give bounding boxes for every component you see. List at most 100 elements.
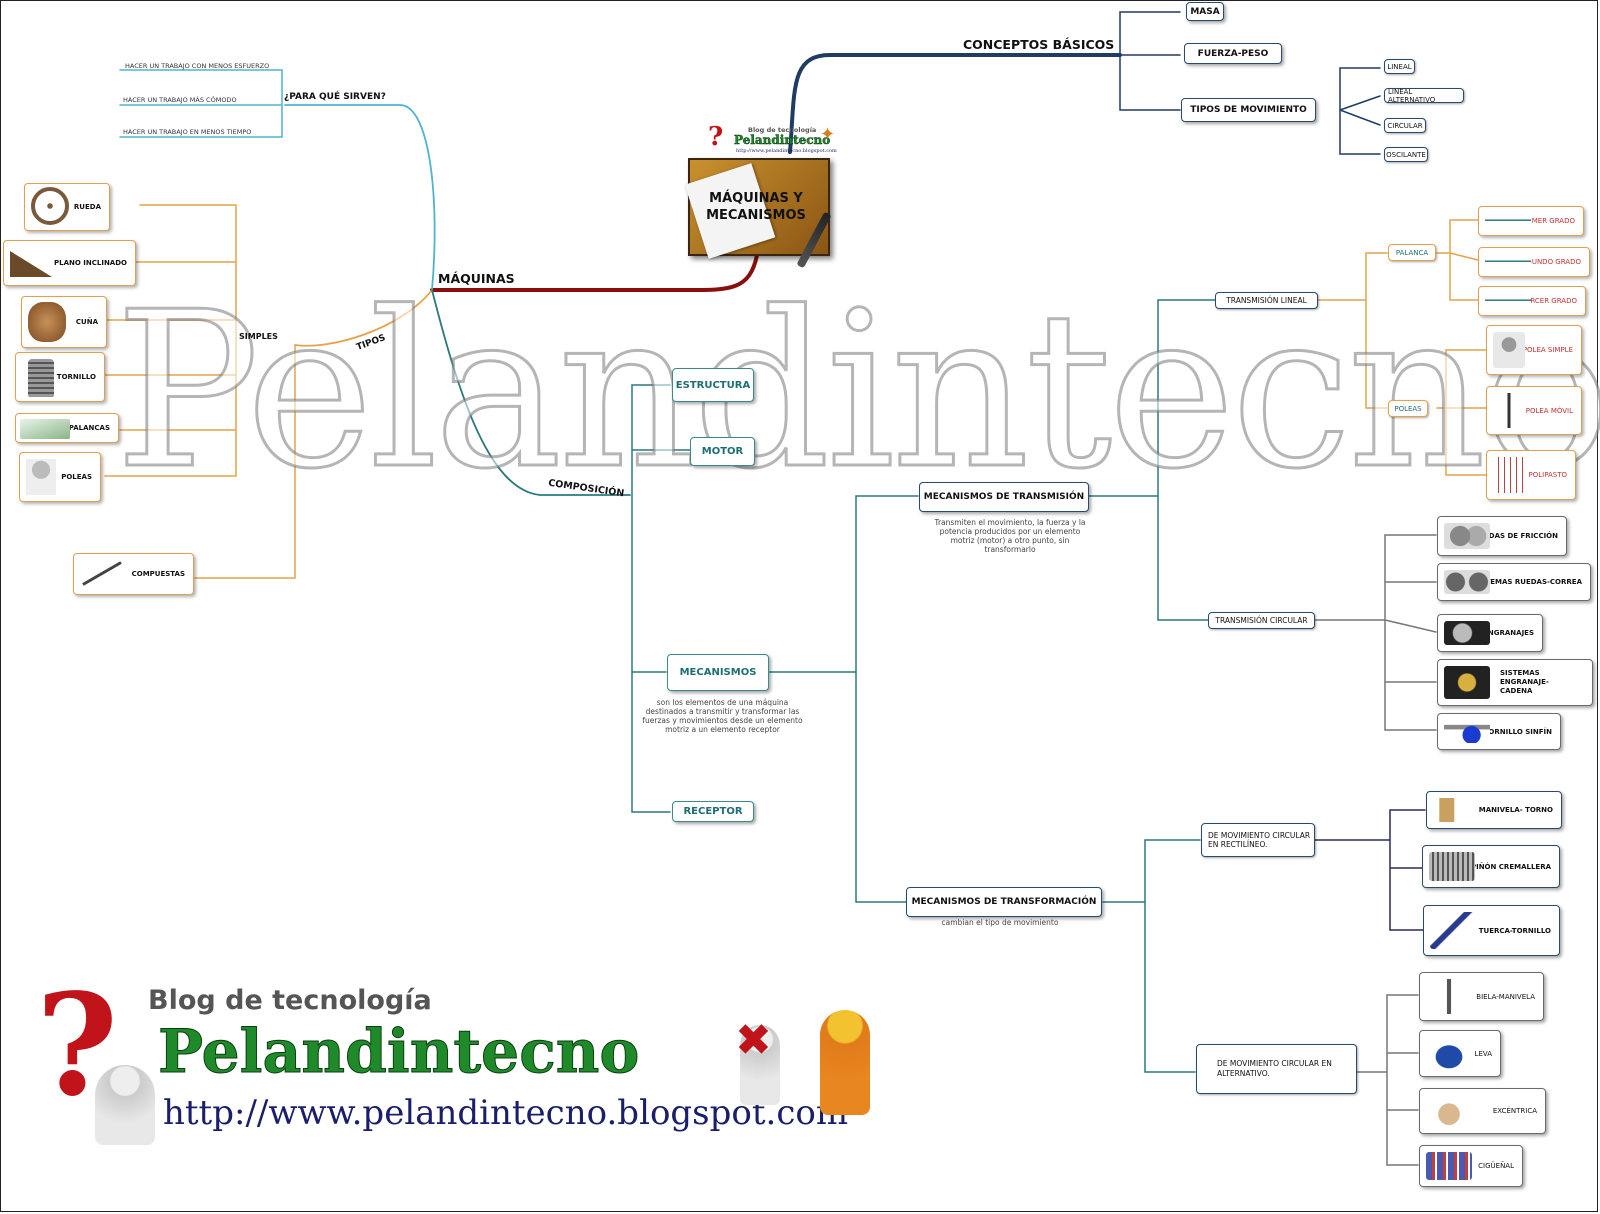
poleas-icon — [26, 459, 56, 495]
tornillo-sinfin-label: TORNILLO SINFÍN — [1483, 727, 1552, 736]
primer-grado-label: PRIMER GRADO — [1520, 217, 1575, 225]
polipasto-icon — [1493, 457, 1525, 493]
node-polipasto[interactable]: POLIPASTO — [1486, 450, 1576, 500]
node-compuestas[interactable]: COMPUESTAS — [73, 553, 194, 595]
branch-conceptos-basicos[interactable]: CONCEPTOS BÁSICOS — [963, 37, 1115, 52]
poleas-label: POLEAS — [61, 473, 92, 481]
node-rueda[interactable]: RUEDA — [24, 183, 110, 231]
manivela-torno-label: MANIVELA- TORNO — [1478, 806, 1553, 814]
node-cuna[interactable]: CUÑA — [21, 296, 107, 348]
plano-inclinado-label: PLANO INCLINADO — [54, 259, 127, 267]
rueda-icon — [31, 187, 69, 225]
node-lineal[interactable]: LINEAL — [1384, 59, 1415, 74]
small-logo-name: Pelandintecno — [734, 133, 831, 148]
tornillo-sinfin-icon — [1444, 720, 1490, 743]
branch-para-que-sirven[interactable]: ¿PARA QUÉ SIRVEN? — [284, 92, 386, 102]
segundo-grado-icon — [1485, 254, 1531, 270]
node-plano-inclinado[interactable]: PLANO INCLINADO — [3, 240, 136, 286]
node-mecanismos[interactable]: MECANISMOS — [667, 654, 769, 691]
node-circular-alternativo[interactable]: DE MOVIMIENTO CIRCULAR EN ALTERNATIVO. — [1196, 1044, 1357, 1094]
node-ciguenal[interactable]: CIGÜEÑAL — [1419, 1145, 1523, 1187]
tercer-grado-label: TERCER GRADO — [1521, 297, 1577, 305]
tuerca-tornillo-label: TUERCA-TORNILLO — [1478, 926, 1551, 935]
leva-icon — [1426, 1037, 1472, 1070]
manivela-torno-icon — [1433, 798, 1463, 822]
tornillo-icon — [28, 359, 54, 397]
node-receptor[interactable]: RECEPTOR — [672, 801, 754, 822]
node-tuerca-tornillo[interactable]: TUERCA-TORNILLO — [1423, 905, 1560, 956]
node-palancas[interactable]: PALANCAS — [15, 413, 119, 443]
thinker-figure-icon — [95, 1065, 155, 1145]
node-fuerza-peso[interactable]: FUERZA-PESO — [1184, 43, 1282, 64]
node-engranajes[interactable]: ENGRANAJES — [1437, 614, 1543, 652]
wrench-figure-icon — [740, 1025, 780, 1105]
palancas-icon — [20, 419, 70, 439]
tercer-grado-icon — [1485, 293, 1531, 309]
engranaje-cadena-icon — [1444, 666, 1490, 699]
segundo-grado-label: SEGUNDO GRADO — [1517, 258, 1581, 266]
node-tornillo[interactable]: TORNILLO — [15, 352, 105, 402]
node-transmision-circular[interactable]: TRANSMISIÓN CIRCULAR — [1208, 612, 1315, 629]
node-transmision-lineal[interactable]: TRANSMISIÓN LINEAL — [1215, 292, 1318, 309]
rueda-label: RUEDA — [73, 203, 101, 211]
tuerca-tornillo-icon — [1430, 912, 1476, 949]
transformacion-description: cambian el tipo de movimiento — [941, 918, 1059, 927]
pinon-cremallera-icon — [1429, 852, 1475, 881]
branch-maquinas[interactable]: MÁQUINAS — [438, 271, 515, 286]
node-oscilante[interactable]: OSCILANTE — [1384, 147, 1428, 162]
node-primer-grado[interactable]: PRIMER GRADO — [1478, 206, 1584, 236]
node-biela-manivela[interactable]: BIELA-MANIVELA — [1419, 972, 1544, 1021]
node-poleas[interactable]: POLEAS — [1388, 400, 1428, 417]
small-logo-blog: Blog de tecnología — [748, 126, 817, 134]
node-circular-rectilineo[interactable]: DE MOVIMIENTO CIRCULAR EN RECTILÍNEO. — [1201, 823, 1315, 857]
biela-manivela-label: BIELA-MANIVELA — [1476, 992, 1535, 1001]
primer-grado-icon — [1485, 213, 1531, 229]
node-polea-simple[interactable]: POLEA SIMPLE — [1486, 325, 1582, 375]
node-engranaje-cadena[interactable]: SISTEMAS ENGRANAJE-CADENA — [1437, 659, 1593, 706]
polea-movil-icon — [1493, 393, 1525, 428]
node-palanca[interactable]: PALANCA — [1388, 244, 1436, 261]
node-segundo-grado[interactable]: SEGUNDO GRADO — [1478, 247, 1590, 277]
node-estructura[interactable]: ESTRUCTURA — [672, 368, 754, 402]
circular-alternativo-label: DE MOVIMIENTO CIRCULAR EN ALTERNATIVO. — [1217, 1059, 1332, 1078]
mecanismos-description: son los elementos de una máquina destina… — [642, 698, 803, 734]
tornillo-label: TORNILLO — [56, 373, 96, 381]
node-lineal-alternativo[interactable]: LINEAL ALTERNATIVO — [1384, 88, 1464, 104]
node-excentrica[interactable]: EXCÉNTRICA — [1419, 1088, 1546, 1134]
uso-mas-comodo: HACER UN TRABAJO MÁS CÓMODO — [123, 96, 237, 104]
node-leva[interactable]: LEVA — [1419, 1030, 1501, 1077]
node-tercer-grado[interactable]: TERCER GRADO — [1478, 286, 1586, 316]
node-manivela-torno[interactable]: MANIVELA- TORNO — [1426, 791, 1562, 829]
cuna-icon — [28, 302, 66, 342]
compuestas-icon — [82, 561, 122, 586]
node-masa[interactable]: MASA — [1186, 2, 1224, 21]
watermark-text: Pelandintecno — [113, 264, 1600, 518]
ruedas-friccion-icon — [1444, 523, 1490, 549]
node-ruedas-correa[interactable]: SISTEMAS RUEDAS-CORREA — [1437, 563, 1591, 601]
node-tipos-movimiento[interactable]: TIPOS DE MOVIMIENTO — [1181, 98, 1316, 122]
node-circular-mov[interactable]: CIRCULAR — [1384, 118, 1426, 133]
polipasto-label: POLIPASTO — [1528, 471, 1568, 479]
engranajes-label: ENGRANAJES — [1483, 629, 1534, 637]
node-pinon-cremallera[interactable]: PIÑÓN CREMALLERA — [1422, 845, 1560, 888]
node-polea-movil[interactable]: POLEA MÓVIL — [1486, 386, 1582, 435]
engranajes-icon — [1444, 621, 1490, 645]
node-poleas-simples[interactable]: POLEAS — [19, 452, 101, 502]
node-mecanismos-transformacion[interactable]: MECANISMOS DE TRANSFORMACIÓN — [906, 887, 1102, 917]
central-title: MÁQUINAS Y MECANISMOS — [706, 191, 806, 223]
excentrica-icon — [1426, 1095, 1472, 1127]
node-mecanismos-transmision[interactable]: MECANISMOS DE TRANSMISIÓN — [919, 482, 1089, 512]
plano-inclinado-icon — [10, 251, 52, 277]
pinon-cremallera-label: PIÑÓN CREMALLERA — [1470, 862, 1551, 871]
circular-rectilineo-label: DE MOVIMIENTO CIRCULAR EN RECTILÍNEO. — [1208, 831, 1311, 849]
big-logo-url: http://www.pelandintecno.blogspot.com — [163, 1093, 849, 1133]
ciguenal-icon — [1426, 1152, 1472, 1180]
worker-icon: ✦ — [820, 124, 836, 145]
biela-manivela-icon — [1426, 979, 1472, 1014]
node-motor[interactable]: MOTOR — [690, 437, 755, 466]
branch-simples[interactable]: SIMPLES — [239, 332, 278, 341]
node-tornillo-sinfin[interactable]: TORNILLO SINFÍN — [1437, 713, 1561, 750]
big-logo-blog: Blog de tecnología — [148, 985, 432, 1016]
node-ruedas-friccion[interactable]: RUEDAS DE FRICCIÓN — [1437, 516, 1567, 556]
